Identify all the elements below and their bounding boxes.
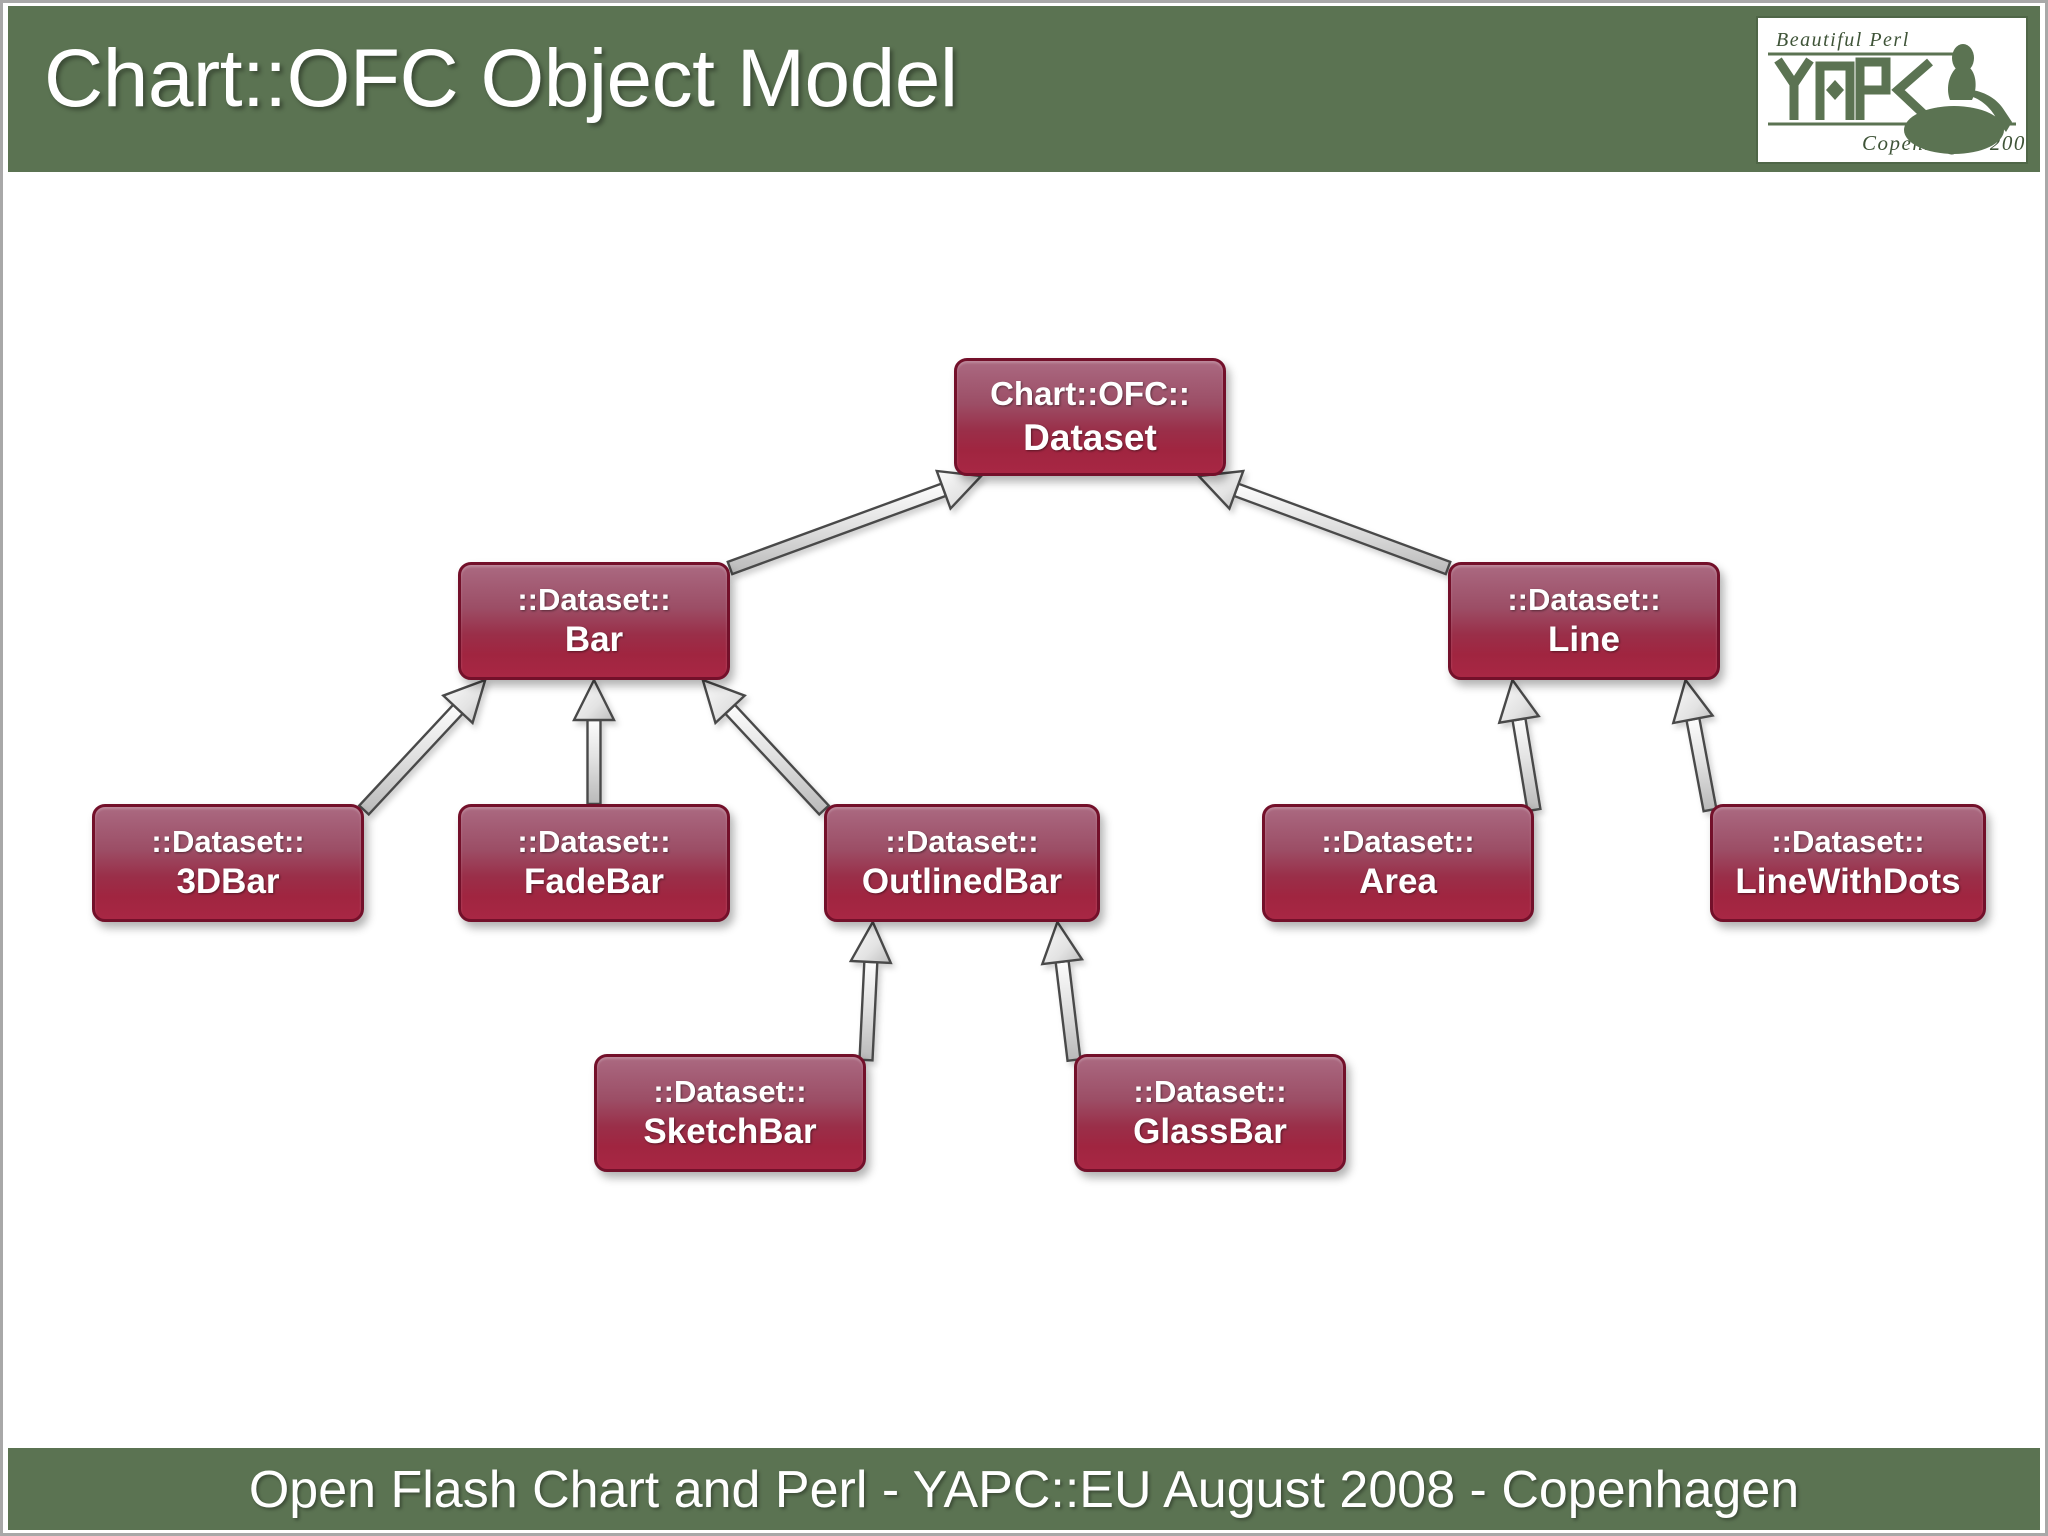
slide-footer-bar: Open Flash Chart and Perl - YAPC::EU Aug…: [8, 1448, 2040, 1530]
class-node-namespace: ::Dataset::: [517, 823, 671, 859]
class-node-name: Area: [1359, 861, 1437, 901]
class-node-namespace: Chart::OFC::: [990, 375, 1190, 413]
class-node-namespace: ::Dataset::: [885, 823, 1039, 859]
generalization-area-to-line: [1497, 677, 1542, 813]
svg-text:Beautiful Perl: Beautiful Perl: [1776, 29, 1910, 51]
generalization-line-to-dataset: [1196, 469, 1452, 576]
class-node-namespace: ::Dataset::: [653, 1073, 807, 1109]
page-title: Chart::OFC Object Model: [44, 33, 958, 124]
class-node-namespace: ::Dataset::: [1321, 823, 1475, 859]
yapc-logo: Beautiful Perl Copenhagen 2008: [1756, 16, 2028, 164]
class-node-namespace: ::Dataset::: [517, 581, 671, 617]
slide-header-bar: Chart::OFC Object Model Beautiful Perl C…: [8, 6, 2040, 172]
class-diagram: Chart::OFC::Dataset::Dataset::Bar::Datas…: [0, 172, 2048, 1448]
class-node-name: LineWithDots: [1735, 861, 1961, 901]
generalization-linewithdots-to-line: [1671, 677, 1718, 813]
class-node-name: OutlinedBar: [861, 861, 1063, 901]
generalization-glassbar-to-outlinedbar: [1040, 919, 1085, 1063]
class-node-dataset: Chart::OFC::Dataset: [954, 358, 1226, 476]
class-node-name: Line: [1548, 619, 1620, 659]
class-node-name: FadeBar: [523, 861, 665, 901]
footer-caption: Open Flash Chart and Perl - YAPC::EU Aug…: [248, 1461, 1800, 1519]
class-node-namespace: ::Dataset::: [151, 823, 305, 859]
class-node-glassbar: ::Dataset::GlassBar: [1074, 1054, 1346, 1172]
class-node-name: GlassBar: [1133, 1111, 1287, 1151]
class-node-linewithdots: ::Dataset::LineWithDots: [1710, 804, 1986, 922]
yapc-logo-graphic: Beautiful Perl Copenhagen 2008: [1758, 18, 2026, 162]
class-node-outlinedbar: ::Dataset::OutlinedBar: [824, 804, 1100, 922]
class-node-name: 3DBar: [176, 861, 280, 901]
class-node-name: Bar: [564, 619, 624, 659]
class-node-name: SketchBar: [643, 1111, 817, 1151]
class-node-namespace: ::Dataset::: [1771, 823, 1925, 859]
class-node-line: ::Dataset::Line: [1448, 562, 1720, 680]
class-node-namespace: ::Dataset::: [1507, 581, 1661, 617]
class-node-area: ::Dataset::Area: [1262, 804, 1534, 922]
class-node-bar: ::Dataset::Bar: [458, 562, 730, 680]
generalization-bar-to-dataset: [726, 469, 984, 576]
class-node-name: Dataset: [1023, 416, 1157, 458]
generalization-3dbar-to-bar: [357, 678, 488, 817]
generalization-sketchbar-to-outlinedbar: [848, 919, 893, 1062]
class-node-sketchbar: ::Dataset::SketchBar: [594, 1054, 866, 1172]
generalization-outlinedbar-to-bar: [700, 678, 831, 817]
class-node-3dbar: ::Dataset::3DBar: [92, 804, 364, 922]
class-node-namespace: ::Dataset::: [1133, 1073, 1287, 1109]
class-node-fadebar: ::Dataset::FadeBar: [458, 804, 730, 922]
generalization-fadebar-to-bar: [572, 677, 616, 806]
